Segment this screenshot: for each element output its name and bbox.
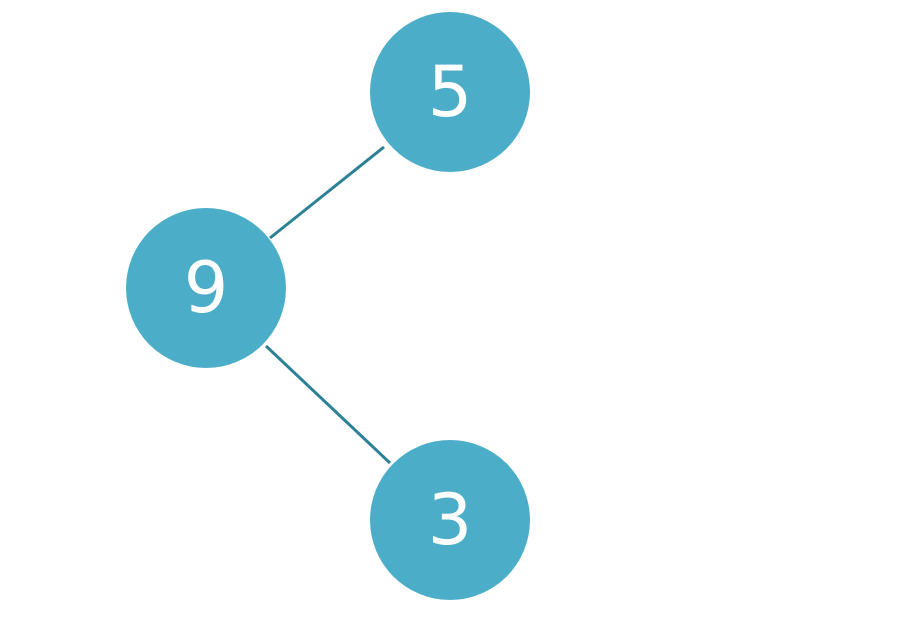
- node-circle: [370, 12, 530, 172]
- node-circle: [126, 208, 286, 368]
- tree-node-bottom: 3: [370, 440, 530, 600]
- edge-root-to-top: [269, 145, 385, 240]
- node-label: 3: [428, 479, 473, 561]
- node-label: 9: [184, 247, 229, 329]
- tree-node-top: 5: [370, 12, 530, 172]
- node-circle: [370, 440, 530, 600]
- edge-root-to-bottom: [264, 344, 392, 465]
- tree-node-root: 9: [126, 208, 286, 368]
- node-label: 5: [428, 51, 473, 133]
